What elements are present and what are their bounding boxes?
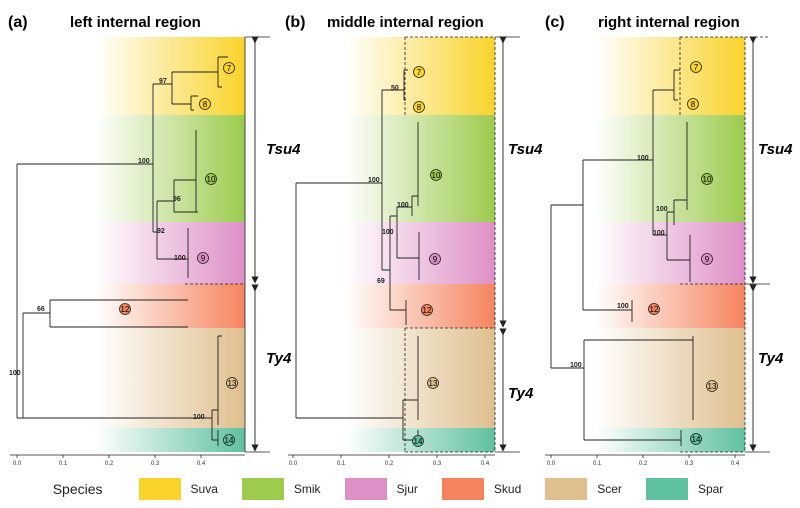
group-label: Ty4 (508, 385, 534, 402)
support-label: 92 (157, 228, 165, 235)
clade-label: 14 (225, 436, 234, 445)
support-label: 96 (173, 196, 181, 203)
legend-item-sjur: Sjur (344, 478, 418, 500)
clade-label: 10 (207, 175, 216, 184)
tick-label: 0.3 (151, 461, 160, 467)
clade-label: 8 (417, 103, 422, 112)
support-label: 100 (637, 155, 649, 162)
support-label: 97 (159, 78, 167, 85)
clade-label: 14 (414, 437, 423, 446)
legend-label: Suva (190, 482, 218, 496)
support-label: 69 (377, 278, 385, 285)
band-smik (95, 115, 245, 222)
tick-label: 0.0 (289, 461, 298, 467)
clade-label: 13 (708, 382, 717, 391)
support-label: 100 (9, 370, 21, 377)
legend-label: Skud (493, 482, 522, 496)
clade-label: 7 (227, 64, 232, 73)
panel-title: left internal region (70, 14, 201, 31)
legend-title: Species (52, 481, 103, 497)
band-suva (95, 37, 245, 115)
clade-label: 10 (432, 171, 441, 180)
panel-a: (a) left internal region (8, 14, 301, 467)
tick-label: 0.0 (547, 461, 556, 467)
phylogeny-figure: (a) left internal region (8, 14, 793, 467)
support-label: 100 (653, 230, 665, 237)
clade-label: 13 (228, 379, 237, 388)
group-label: Tsu4 (508, 141, 543, 158)
clade-label: 12 (423, 306, 432, 315)
panel-b: (b) middle internal region 50 100 (285, 14, 543, 467)
panel-title: middle internal region (327, 14, 484, 31)
panel-title: right internal region (598, 14, 740, 31)
tick-label: 0.1 (593, 461, 602, 467)
clade-label: 10 (703, 175, 712, 184)
tick-label: 0.1 (337, 461, 346, 467)
tree-a (16, 56, 228, 446)
support-label: 100 (368, 177, 380, 184)
clade-label: 9 (705, 255, 710, 264)
legend-swatch (138, 478, 181, 500)
legend-swatch (441, 478, 484, 500)
group-label: Ty4 (266, 350, 292, 367)
clade-label: 14 (692, 435, 701, 444)
support-label: 100 (382, 229, 394, 236)
legend-item-smik: Smik (241, 478, 321, 500)
tick-label: 0.2 (105, 461, 114, 467)
group-label: Ty4 (758, 350, 784, 367)
legend-label: Smik (293, 482, 321, 496)
support-label: 100 (397, 202, 409, 209)
tick-label: 0.4 (731, 461, 740, 467)
clade-label: 13 (429, 379, 438, 388)
legend-swatch (645, 478, 688, 500)
legend-label: Sjur (396, 482, 418, 496)
clade-label: 9 (201, 254, 206, 263)
legend-item-suva: Suva (138, 478, 218, 500)
support-label: 100 (570, 362, 582, 369)
legend-item-skud: Skud (441, 478, 522, 500)
group-label: Tsu4 (758, 141, 793, 158)
species-legend: Species Suva Smik Sjur Skud Scer Spar (0, 472, 800, 506)
legend-item-scer: Scer (545, 478, 622, 500)
tick-label: 0.0 (13, 461, 22, 467)
clade-label: 7 (694, 63, 699, 72)
clade-label: 8 (203, 100, 208, 109)
support-label: 100 (174, 255, 186, 262)
support-label: 100 (656, 206, 668, 213)
clade-label: 7 (417, 68, 422, 77)
tick-label: 0.2 (639, 461, 648, 467)
band-skud (95, 284, 245, 328)
legend-label: Scer (597, 482, 622, 496)
panel-letter: (a) (8, 14, 28, 31)
tick-label: 0.4 (481, 461, 490, 467)
tick-label: 0.1 (59, 461, 68, 467)
support-label: 100 (138, 158, 150, 165)
band-spar (95, 428, 245, 452)
panel-letter: (b) (285, 14, 305, 31)
support-label: 50 (391, 85, 399, 92)
tick-label: 0.3 (685, 461, 694, 467)
tick-label: 0.3 (433, 461, 442, 467)
panel-c: (c) right internal region 100 100 (545, 14, 793, 467)
band-scer (95, 328, 245, 428)
panel-letter: (c) (545, 14, 565, 31)
legend-swatch (545, 478, 588, 500)
clade-label: 9 (433, 255, 438, 264)
legend-swatch (241, 478, 284, 500)
tick-label: 0.4 (197, 461, 206, 467)
support-label: 100 (617, 303, 629, 310)
tick-label: 0.2 (385, 461, 394, 467)
band-sjur (95, 222, 245, 284)
legend-swatch (344, 478, 387, 500)
clade-label: 8 (691, 100, 696, 109)
support-label: 100 (193, 414, 205, 421)
group-label: Tsu4 (266, 141, 301, 158)
support-label: 66 (37, 306, 45, 313)
legend-label: Spar (697, 482, 724, 496)
legend-item-spar: Spar (645, 478, 724, 500)
clade-label: 12 (650, 305, 659, 314)
clade-label: 12 (121, 305, 130, 314)
